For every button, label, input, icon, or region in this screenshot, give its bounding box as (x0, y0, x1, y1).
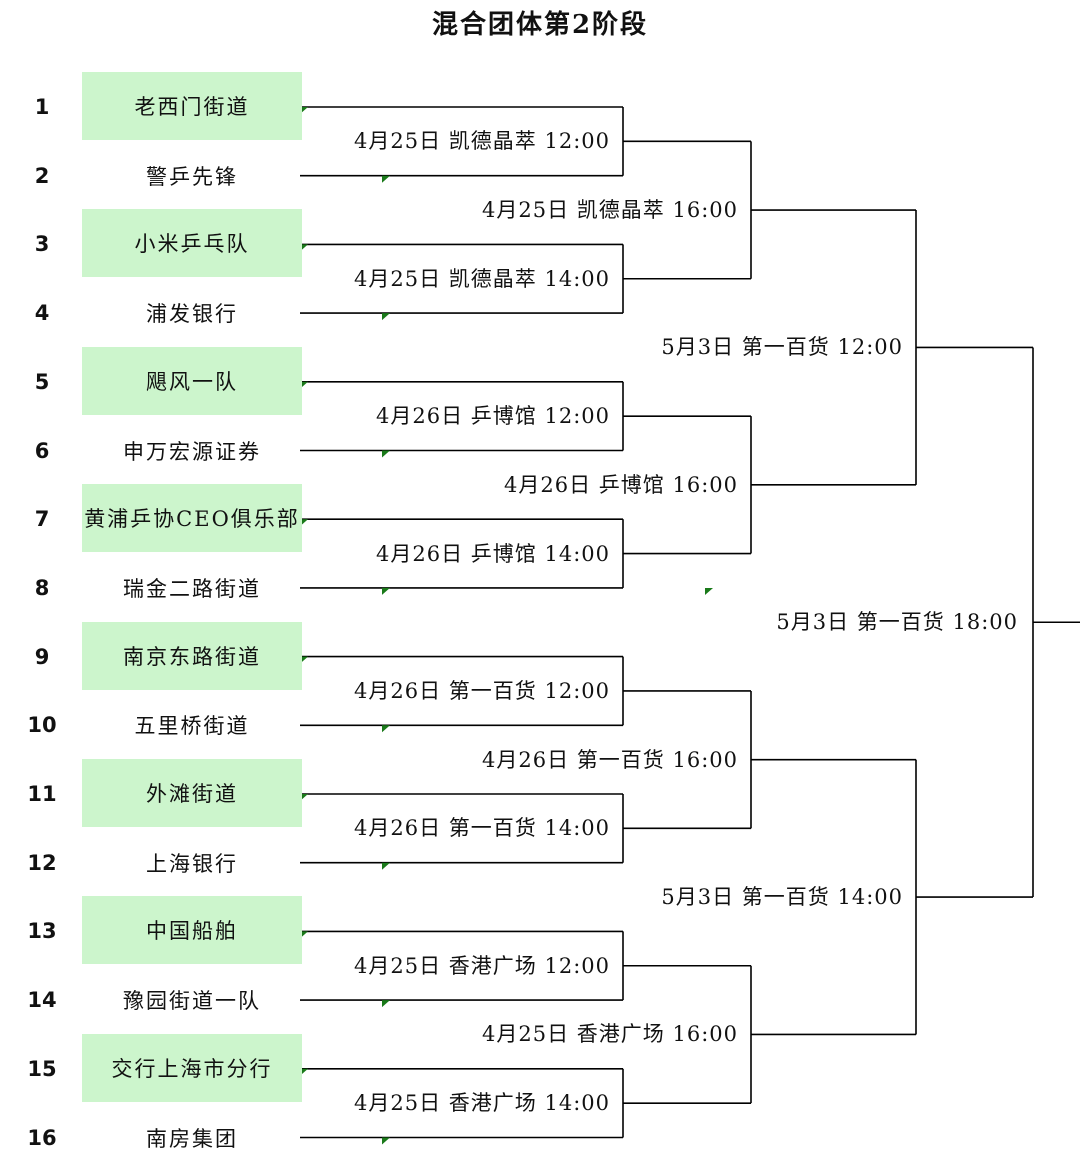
team-name: 浦发银行 (146, 302, 238, 327)
team-name: 小米乒乓队 (82, 209, 302, 278)
seed-number: 2 (34, 163, 50, 188)
seed-number: 4 (34, 301, 50, 326)
winner-marker (382, 862, 390, 870)
winner-marker (300, 931, 308, 939)
team-name: 南房集团 (146, 1126, 238, 1151)
seed-number: 9 (34, 644, 50, 669)
winner-marker (300, 381, 308, 389)
match-label-r1: 4月26日 第一百货 12:00 (354, 678, 610, 703)
team-name: 申万宏源证券 (123, 439, 261, 464)
match-label-r2: 4月25日 香港广场 16:00 (482, 1022, 738, 1047)
team-name: 南京东路街道 (82, 621, 302, 690)
seed-number: 7 (34, 507, 50, 532)
seed-number: 6 (34, 438, 50, 463)
page-title: 混合团体第2阶段 (431, 10, 649, 40)
winner-marker (300, 794, 308, 801)
match-label-r2: 4月25日 凯德晶萃 16:00 (482, 198, 738, 223)
winner-marker (705, 588, 713, 595)
team-name: 中国船舶 (82, 896, 302, 965)
winner-marker (300, 519, 308, 527)
seed-number: 13 (27, 919, 57, 944)
match-label-r2: 4月26日 乒博馆 16:00 (504, 472, 738, 497)
winner-marker (382, 313, 390, 321)
match-label-r1: 4月26日 第一百货 14:00 (354, 816, 610, 841)
match-label-r3: 5月3日 第一百货 14:00 (661, 885, 903, 910)
team-name: 警乒先锋 (146, 164, 238, 189)
winner-marker (382, 725, 390, 733)
match-label-r2: 4月26日 第一百货 16:00 (482, 747, 738, 772)
winner-marker (300, 656, 308, 664)
seed-number: 8 (34, 575, 50, 600)
match-label-final: 5月3日 第一百货 18:00 (776, 610, 1018, 635)
winner-marker (382, 450, 390, 458)
seed-number: 12 (27, 850, 57, 875)
seed-number: 14 (27, 988, 57, 1013)
team-name: 老西门街道 (82, 72, 302, 140)
match-label-r1: 4月25日 香港广场 12:00 (354, 953, 610, 978)
seed-number: 10 (27, 713, 57, 738)
match-label-r1: 4月25日 香港广场 14:00 (354, 1091, 610, 1116)
team-name: 瑞金二路街道 (123, 576, 261, 601)
seed-number: 16 (27, 1125, 57, 1150)
match-label-r1: 4月26日 乒博馆 14:00 (376, 541, 610, 566)
winner-marker (382, 1137, 390, 1145)
team-name: 豫园街道一队 (123, 989, 261, 1014)
match-label-r1: 4月25日 凯德晶萃 14:00 (354, 266, 610, 291)
team-name: 飓风一队 (82, 346, 302, 415)
seed-number: 1 (34, 95, 50, 119)
winner-marker (382, 587, 390, 595)
seed-number: 15 (27, 1056, 57, 1081)
match-label-r3: 5月3日 第一百货 12:00 (661, 335, 903, 360)
seed-number: 3 (34, 232, 50, 257)
winner-marker (382, 175, 390, 183)
match-label-r1: 4月25日 凯德晶萃 12:00 (354, 129, 610, 154)
winner-marker (382, 1000, 390, 1008)
winner-marker (300, 1068, 308, 1076)
team-name: 黄浦乒协CEO俱乐部 (82, 484, 302, 553)
team-name: 外滩街道 (82, 759, 302, 827)
seed-number: 5 (34, 369, 50, 394)
winner-marker (300, 107, 308, 114)
winner-marker (300, 244, 308, 252)
team-name: 五里桥街道 (134, 714, 250, 739)
team-name: 交行上海市分行 (82, 1033, 302, 1102)
seed-number: 11 (27, 782, 57, 806)
match-label-r1: 4月26日 乒博馆 12:00 (376, 404, 610, 429)
team-name: 上海银行 (146, 851, 238, 876)
